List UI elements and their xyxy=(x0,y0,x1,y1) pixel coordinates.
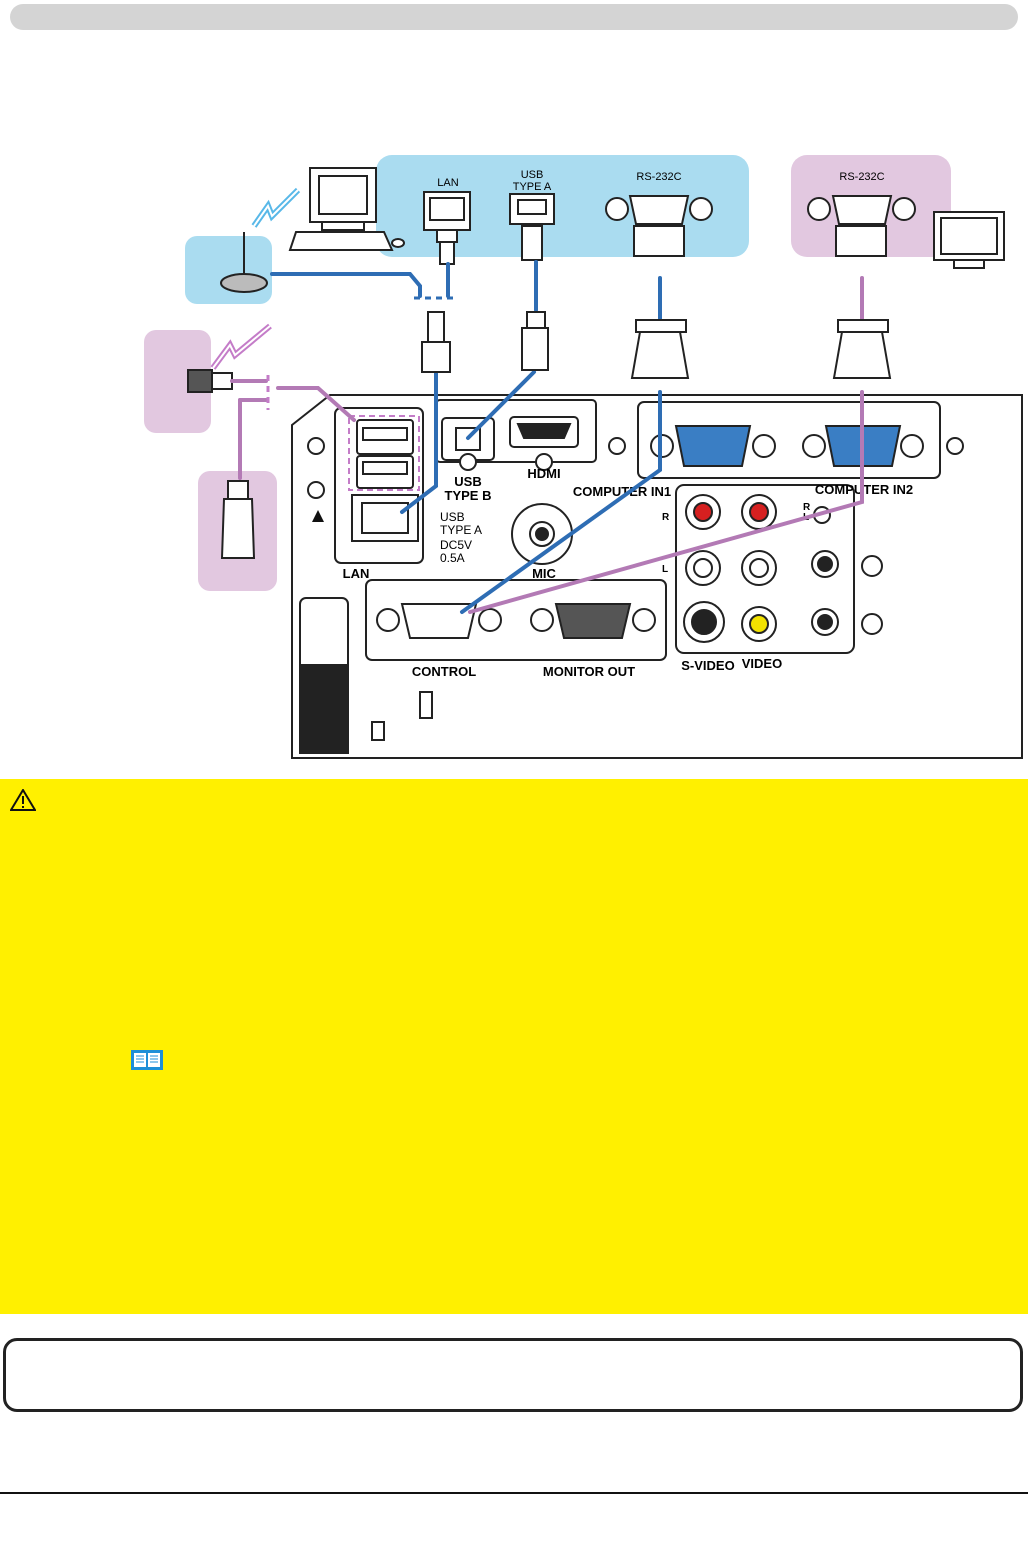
access-point-bg xyxy=(185,236,272,304)
caution-icon xyxy=(10,789,36,811)
usb-type-b-label-1: USB xyxy=(454,474,481,489)
usb-drive-icon xyxy=(220,480,256,559)
rs232c-port-left xyxy=(605,195,713,257)
computer-icon xyxy=(288,167,405,251)
cable-connectors xyxy=(421,311,892,379)
monitor-out-port xyxy=(530,603,656,639)
wireless-adapter-bg xyxy=(144,330,211,433)
book-icon xyxy=(131,1050,163,1070)
mic-port xyxy=(511,503,573,565)
lan-panel-label: LAN xyxy=(343,566,370,581)
note-box xyxy=(3,1338,1023,1412)
usb-a-label-2: TYPE A xyxy=(440,523,482,537)
bottom-rule xyxy=(0,1492,1028,1494)
purple-cables xyxy=(230,276,864,614)
video-port xyxy=(741,606,777,642)
control-port xyxy=(376,603,502,639)
projector-panel xyxy=(291,394,1023,759)
computer-in1-label: COMPUTER IN1 xyxy=(573,484,671,499)
usb-a-label-3: DC5V xyxy=(440,538,472,552)
access-point-icon xyxy=(220,232,268,293)
monitor-icon xyxy=(933,211,1005,269)
wireless-adapter-icon xyxy=(187,369,233,393)
mic-label: MIC xyxy=(532,566,556,581)
lan-top-label: LAN xyxy=(437,177,458,189)
blue-cables xyxy=(270,260,662,614)
connection-diagram: LAN USB TYPE A RS-232C RS-232C xyxy=(144,155,1023,759)
usb-a-label-4: 0.5A xyxy=(440,551,465,565)
hdmi-label: HDMI xyxy=(527,466,560,481)
r-label-1: R xyxy=(662,512,670,523)
audio-jacks xyxy=(685,494,883,636)
rs232c-left-label: RS-232C xyxy=(636,171,681,183)
control-label: CONTROL xyxy=(412,664,476,679)
rs232c-right-label: RS-232C xyxy=(839,171,884,183)
usb-top-label-2: TYPE A xyxy=(513,181,552,193)
monitor-out-label: MONITOR OUT xyxy=(543,664,635,679)
s-video-port xyxy=(683,601,725,643)
usb-a-label-1: USB xyxy=(440,510,465,524)
hdmi-port xyxy=(509,416,579,471)
usb-top-label-1: USB xyxy=(521,169,544,181)
warning-triangle xyxy=(312,510,324,522)
usb-port-top xyxy=(509,193,555,261)
usb-type-b-label-2: TYPE B xyxy=(445,488,492,503)
panel-usb-a-ports xyxy=(348,415,420,491)
panel-lan-port xyxy=(351,494,419,542)
caution-panel xyxy=(0,779,1028,1314)
rs232c-port-right xyxy=(807,195,916,257)
lock-icon xyxy=(371,721,385,741)
lan-port-top xyxy=(423,191,471,265)
header-bar xyxy=(10,4,1018,30)
r-label-2: R xyxy=(803,502,811,513)
s-video-label: S-VIDEO xyxy=(681,658,734,673)
video-label: VIDEO xyxy=(742,656,782,671)
computer-in1-port xyxy=(650,425,776,467)
l-label-1: L xyxy=(662,564,668,575)
